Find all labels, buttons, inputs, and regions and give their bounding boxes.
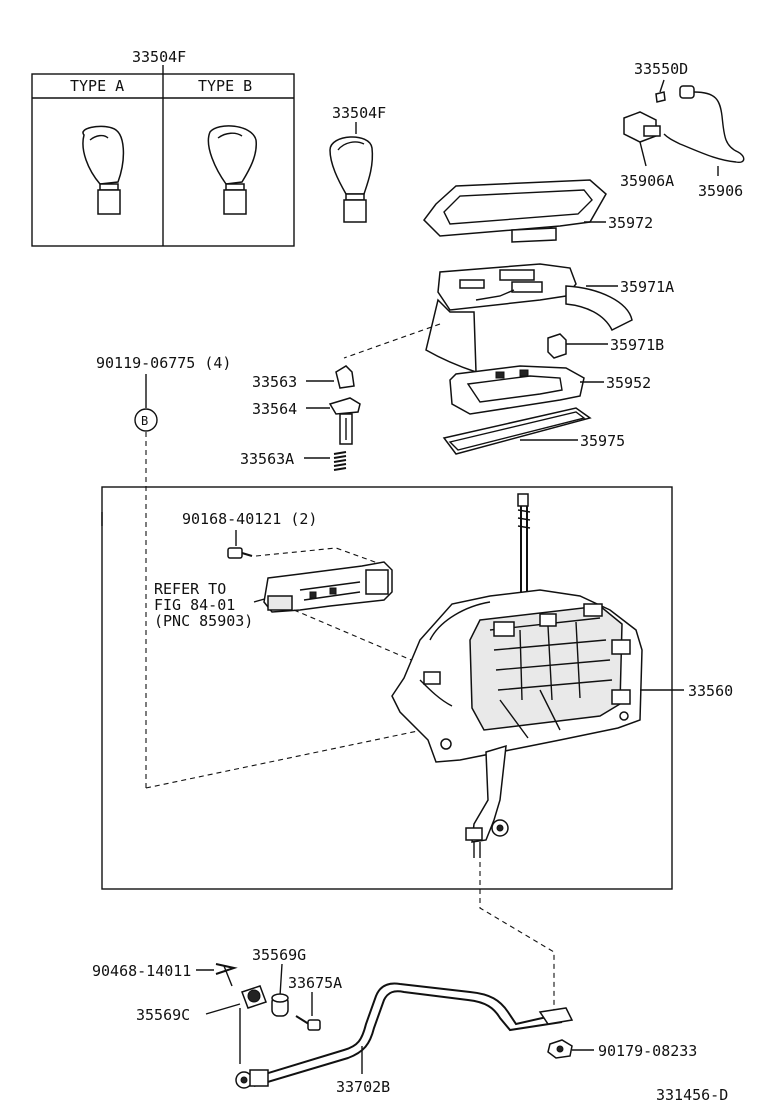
refer-line-2: FIG 84-01 — [154, 596, 235, 614]
label-35971B: 35971B — [610, 336, 664, 354]
label-90168: 90168-40121 (2) — [182, 510, 317, 528]
label-35569G: 35569G — [252, 946, 306, 964]
nut-90179-drawing — [547, 1039, 573, 1059]
label-knob-set: 33504F — [132, 48, 186, 66]
label-type-a: TYPE A — [70, 77, 124, 95]
sensor-harness-group: 33550D 35906A 35906 — [620, 60, 745, 200]
bezel-35972: 35972 — [423, 179, 653, 243]
shift-knob-part: 33504F — [329, 104, 386, 223]
knob-type-b-drawing — [207, 125, 257, 215]
clip-90468-drawing — [215, 963, 238, 987]
cover-35975: 35975 — [442, 407, 625, 455]
figure-id: 331456-D — [656, 1086, 728, 1104]
switch-module-drawing — [263, 561, 393, 613]
label-33563A: 33563A — [240, 450, 294, 468]
refer-line-3: (PNC 85903) — [154, 612, 253, 630]
marker-b: B — [141, 414, 148, 428]
plate-35952: 35952 — [449, 365, 651, 415]
label-33560: 33560 — [688, 682, 733, 700]
clip-35971B: 35971B — [547, 333, 664, 359]
label-35906A: 35906A — [620, 172, 674, 190]
knob-type-a-drawing — [82, 125, 125, 215]
grommet-35569C-drawing — [241, 985, 267, 1009]
label-35569C: 35569C — [136, 1006, 190, 1024]
spring-drawing — [333, 451, 347, 471]
label-type-b: TYPE B — [198, 77, 252, 95]
label-90468: 90468-14011 — [92, 962, 191, 980]
label-33675A: 33675A — [288, 974, 342, 992]
indicator-housing-35971A: 35971A — [425, 263, 674, 374]
label-33563: 33563 — [252, 373, 297, 391]
label-33564: 33564 — [252, 400, 297, 418]
knob-options-table: 33504F TYPE A TYPE B — [31, 48, 295, 247]
label-33702B: 33702B — [336, 1078, 390, 1096]
shift-lever-assembly-drawing — [391, 589, 643, 858]
label-33550D: 33550D — [634, 60, 688, 78]
bushing-35569G-drawing — [271, 993, 289, 1017]
label-35906: 35906 — [698, 182, 743, 200]
cable-rod-33702B-drawing — [235, 982, 574, 1089]
shift-lever-box: 90168-40121 (2) REFER TO FIG 84-01 (PNC … — [101, 486, 733, 890]
bolt-callout-90119: 90119-06775 (4) B — [96, 354, 433, 789]
label-knob: 33504F — [332, 104, 386, 122]
label-35975: 35975 — [580, 432, 625, 450]
refer-line-1: REFER TO — [154, 580, 226, 598]
label-90119: 90119-06775 (4) — [96, 354, 231, 372]
label-35972: 35972 — [608, 214, 653, 232]
label-35971A: 35971A — [620, 278, 674, 296]
lock-parts-group: 33563 33564 33563A — [240, 365, 361, 471]
label-35952: 35952 — [606, 374, 651, 392]
pin-33675A-drawing — [295, 1015, 321, 1031]
screw-drawing — [227, 547, 253, 559]
cable-group: 35569G 90468-14011 33675A 35569C — [92, 946, 697, 1096]
label-90179: 90179-08233 — [598, 1042, 697, 1060]
